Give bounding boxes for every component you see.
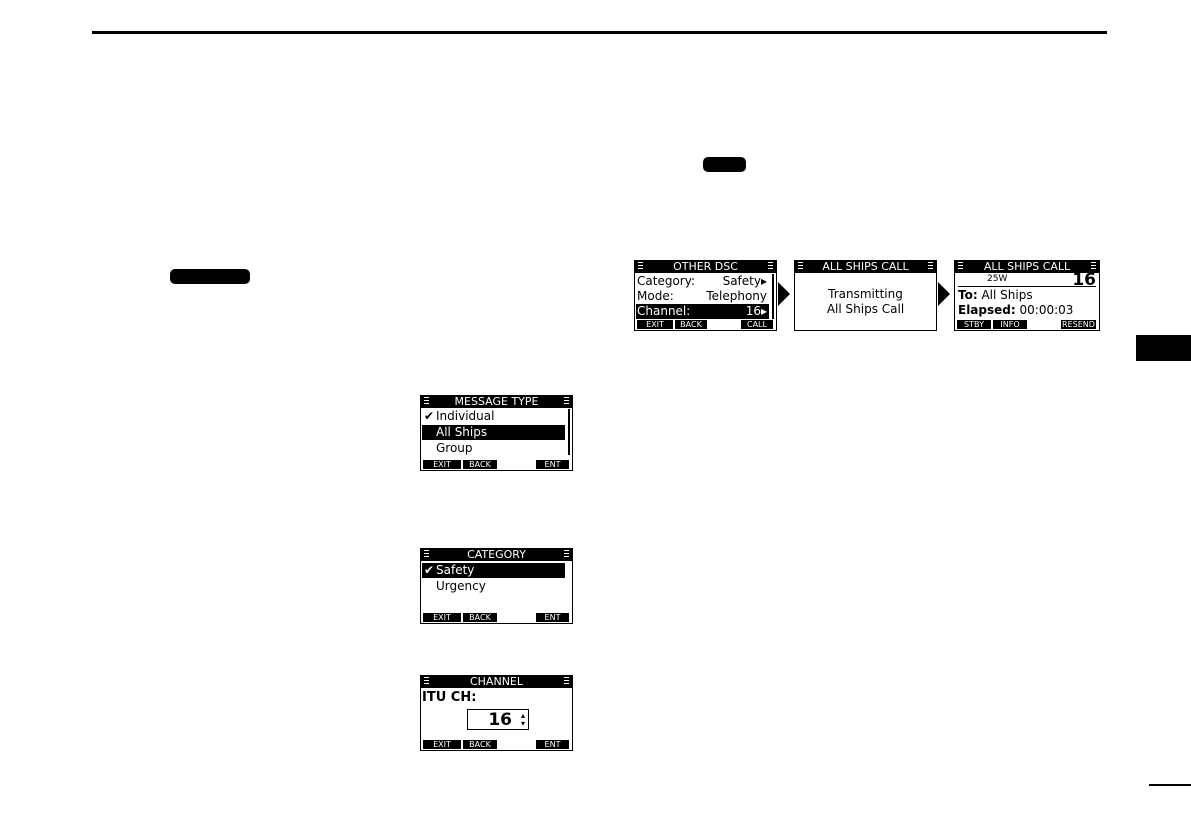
menu-icon [564,397,569,405]
menu-icon [564,550,569,558]
softkey-back[interactable]: BACK [463,740,497,749]
screen-title-bar: CHANNEL [421,676,572,688]
all-ships-status-screen: ALL SHIPS CALL 25W 16 To: All Ships Elap… [954,260,1100,331]
screen-title-bar: ALL SHIPS CALL [955,261,1099,273]
all-ships-transmitting-screen: ALL SHIPS CALL Transmitting All Ships Ca… [794,260,937,331]
category-screen: CATEGORY ✔Safety Urgency EXIT BACK ENT [420,548,573,624]
screen-title-bar: OTHER DSC [635,261,776,273]
row-channel[interactable]: Channel: 16▸ [636,304,769,319]
softkey-info[interactable]: INFO [993,320,1027,329]
status-message: All Ships Call [826,302,905,316]
list-item-individual[interactable]: ✔Individual [423,409,495,423]
softkey-back[interactable]: BACK [675,320,707,329]
check-icon: ✔ [423,563,435,577]
screen-title-bar: CATEGORY [421,549,572,561]
softkey-back[interactable]: BACK [463,460,497,469]
other-dsc-screen: OTHER DSC Category: Safety▸ Mode: Teleph… [634,260,777,331]
screen-title-bar: MESSAGE TYPE [421,396,572,408]
softkey-ent[interactable]: ENT [536,740,569,749]
to-row: To: All Ships [958,288,1033,302]
screen-title: MESSAGE TYPE [454,395,539,408]
softkey-exit[interactable]: EXIT [423,613,461,622]
channel-screen: CHANNEL ITU CH: 16 ▴▾ EXIT BACK ENT [420,675,573,751]
menu-icon [424,550,429,558]
menu-icon [424,397,429,405]
menu-icon [564,677,569,685]
softkey-exit[interactable]: EXIT [637,320,673,329]
elapsed-row: Elapsed: 00:00:03 [958,303,1074,317]
softkey-exit[interactable]: EXIT [423,740,461,749]
page-number-rule [1149,784,1191,786]
menu-icon [1091,262,1096,270]
up-down-arrow-icon: ▴▾ [520,711,525,728]
row-category[interactable]: Category: Safety▸ [637,274,767,288]
list-item-urgency[interactable]: Urgency [436,579,486,593]
scrollbar[interactable] [772,274,774,319]
softkey-ent[interactable]: ENT [536,460,569,469]
channel-value-field[interactable]: 16 ▴▾ [467,709,529,730]
menu-icon [424,677,429,685]
list-item-group[interactable]: Group [436,441,473,455]
list-item-all-ships[interactable]: All Ships [422,425,565,440]
menu-icon [958,262,963,270]
menu-icon [768,262,773,270]
screen-title: OTHER DSC [673,260,738,273]
list-item-safety[interactable]: ✔Safety [422,563,565,578]
divider [958,286,1096,287]
menu-icon [928,262,933,270]
row-mode[interactable]: Mode: Telephony [637,289,767,303]
softkey-resend[interactable]: RESEND [1061,320,1096,329]
header-rule [92,31,1107,34]
message-type-screen: MESSAGE TYPE ✔Individual All Ships Group… [420,395,573,471]
flow-arrow-icon [938,282,950,306]
softkey-back[interactable]: BACK [463,613,497,622]
softkey-ent[interactable]: ENT [536,613,569,622]
status-message: Transmitting [828,287,903,301]
channel-field-label: ITU CH: [422,690,477,705]
right-arrow-icon: ▸ [760,274,767,288]
screen-title: CATEGORY [467,548,526,561]
flow-arrow-icon [778,282,790,306]
right-arrow-icon: ▸ [760,304,767,318]
key-label-badge [170,269,250,284]
screen-title-bar: ALL SHIPS CALL [795,261,936,273]
check-icon: ✔ [423,409,435,423]
softkey-call[interactable]: CALL [741,320,773,329]
key-label-badge [703,157,746,172]
softkey-exit[interactable]: EXIT [423,460,461,469]
power-indicator: 25W [987,274,1008,284]
screen-title: ALL SHIPS CALL [983,260,1071,273]
softkey-stby[interactable]: STBY [957,320,991,329]
section-tab [1136,335,1191,361]
channel-number: 16 [1072,270,1096,290]
screen-title: ALL SHIPS CALL [822,260,909,273]
menu-icon [798,262,803,270]
screen-title: CHANNEL [469,675,523,688]
scrollbar[interactable] [568,409,570,455]
menu-icon [638,262,643,270]
